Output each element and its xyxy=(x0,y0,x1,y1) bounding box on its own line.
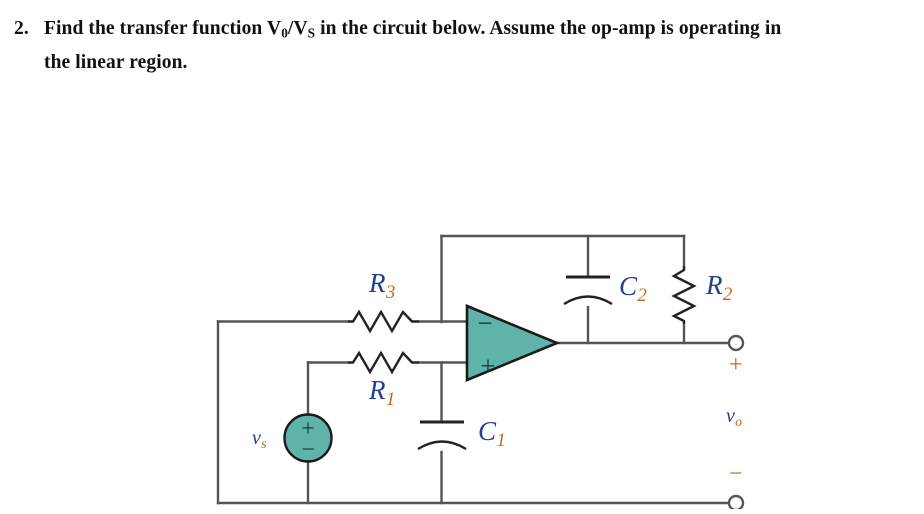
label-R1-letter: R xyxy=(369,375,386,405)
label-source-Vs: vs xyxy=(252,427,267,452)
opamp-symbol xyxy=(465,304,561,382)
opamp-noninverting-sign: + xyxy=(480,351,495,381)
wires-group xyxy=(216,234,732,505)
fraction-slash: / xyxy=(287,18,294,39)
numerator-var: V xyxy=(267,18,282,39)
circuit-diagram: − + + − R3 R1 R2 C1 C2 vs vo + − xyxy=(0,70,924,512)
question-block: 2. Find the transfer function V0/VS in t… xyxy=(14,14,914,77)
label-R3: R3 xyxy=(369,268,395,302)
label-C2-subscript: 2 xyxy=(637,284,647,306)
label-R2-subscript: 2 xyxy=(722,283,733,305)
resistor-R3-symbol xyxy=(348,309,419,334)
question-line2: the linear region. xyxy=(44,51,188,73)
label-C1: C1 xyxy=(478,416,506,450)
label-Vo-letter: v xyxy=(726,405,735,427)
output-terminal-negative xyxy=(727,494,745,512)
voltage-source-symbol xyxy=(283,413,333,463)
label-Vs-subscript: s xyxy=(261,437,267,453)
output-plus-sign: + xyxy=(729,352,743,378)
label-output-Vo: vo xyxy=(726,405,742,430)
transfer-denominator: VS xyxy=(293,18,316,41)
source-minus-sign: − xyxy=(301,437,315,463)
label-R1-subscript: 1 xyxy=(385,388,396,410)
label-R3-subscript: 3 xyxy=(385,281,396,303)
label-C2: C2 xyxy=(619,271,647,305)
numerator-subscript: 0 xyxy=(281,25,288,41)
output-terminal-positive xyxy=(727,334,745,352)
question-number: 2. xyxy=(14,18,29,39)
label-R2: R2 xyxy=(706,270,732,304)
label-R1: R1 xyxy=(369,375,395,409)
resistor-R1-symbol xyxy=(348,350,419,375)
output-terminals xyxy=(727,334,745,512)
denominator-subscript: S xyxy=(307,25,316,41)
label-R2-letter: R xyxy=(706,270,723,300)
capacitor-C2-symbol xyxy=(563,275,613,306)
resistor-R2-symbol xyxy=(671,266,697,324)
question-line1-post: in the circuit below. Assume the op-amp … xyxy=(315,18,782,39)
label-R3-letter: R xyxy=(369,268,386,298)
output-minus-sign: − xyxy=(729,461,743,487)
label-Vo-subscript: o xyxy=(735,415,743,431)
question-text: Find the transfer function V0/VS in the … xyxy=(44,14,904,77)
question-line1-pre: Find the transfer function xyxy=(44,18,267,39)
denominator-var: V xyxy=(293,18,308,39)
label-C1-letter: C xyxy=(478,416,497,446)
opamp-inverting-sign: − xyxy=(477,308,492,338)
capacitor-C1-symbol xyxy=(417,420,467,451)
label-C1-subscript: 1 xyxy=(496,429,506,451)
transfer-numerator: V0 xyxy=(267,18,288,41)
label-Vs-letter: v xyxy=(252,427,261,449)
source-plus-sign: + xyxy=(301,416,315,442)
circuit-svg: − + + − xyxy=(216,234,745,512)
label-C2-letter: C xyxy=(619,271,638,301)
